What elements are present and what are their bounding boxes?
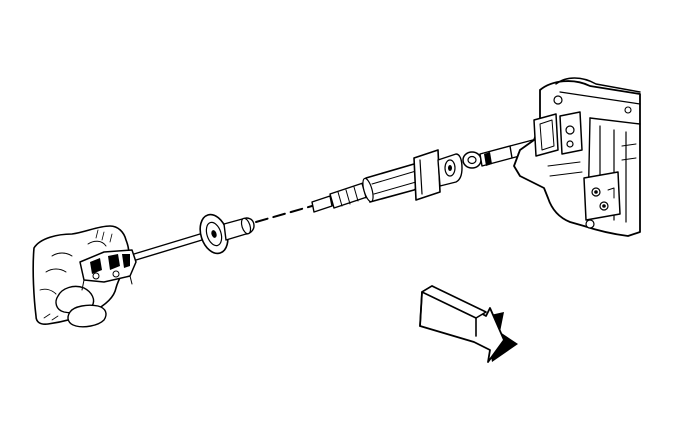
hand-icon [32,225,130,328]
mounting-bracket-icon [413,149,463,201]
transmission-case-icon [513,77,641,237]
cable-end-icon [79,249,137,291]
inner-cable-icon [133,233,203,261]
cable-break-icon [255,205,313,223]
cable-conduit-icon [311,181,371,213]
adjuster-housing-icon [362,163,421,203]
cable-grommet-icon [199,213,255,255]
direction-arrow-icon [419,285,518,363]
